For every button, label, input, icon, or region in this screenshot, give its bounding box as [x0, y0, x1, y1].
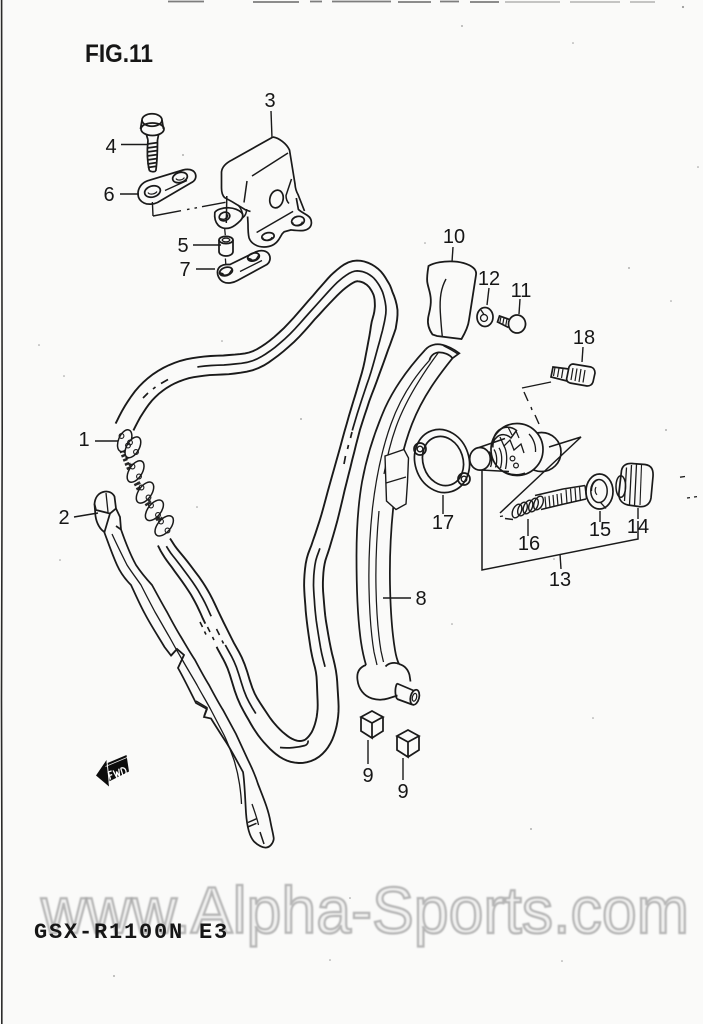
svg-text:4: 4: [105, 136, 116, 158]
svg-text:GSX-R1100N E3: GSX-R1100N E3: [34, 920, 229, 945]
svg-text:FIG.11: FIG.11: [85, 40, 153, 68]
svg-text:15: 15: [589, 519, 611, 541]
svg-text:www.Alpha-Sports.com: www.Alpha-Sports.com: [40, 873, 689, 947]
svg-text:18: 18: [573, 327, 595, 349]
svg-text:9: 9: [362, 765, 373, 787]
svg-text:10: 10: [443, 226, 465, 248]
svg-text:12: 12: [478, 268, 500, 290]
svg-text:11: 11: [511, 280, 532, 302]
svg-text:1: 1: [78, 429, 89, 451]
svg-text:17: 17: [432, 512, 454, 534]
svg-text:8: 8: [415, 588, 426, 610]
svg-text:9: 9: [397, 781, 408, 803]
svg-text:2: 2: [58, 507, 69, 529]
svg-text:13: 13: [549, 569, 571, 591]
svg-text:3: 3: [264, 90, 275, 112]
svg-text:16: 16: [518, 533, 540, 555]
svg-text:6: 6: [103, 184, 114, 206]
svg-text:7: 7: [179, 259, 190, 281]
svg-text:5: 5: [177, 235, 188, 257]
